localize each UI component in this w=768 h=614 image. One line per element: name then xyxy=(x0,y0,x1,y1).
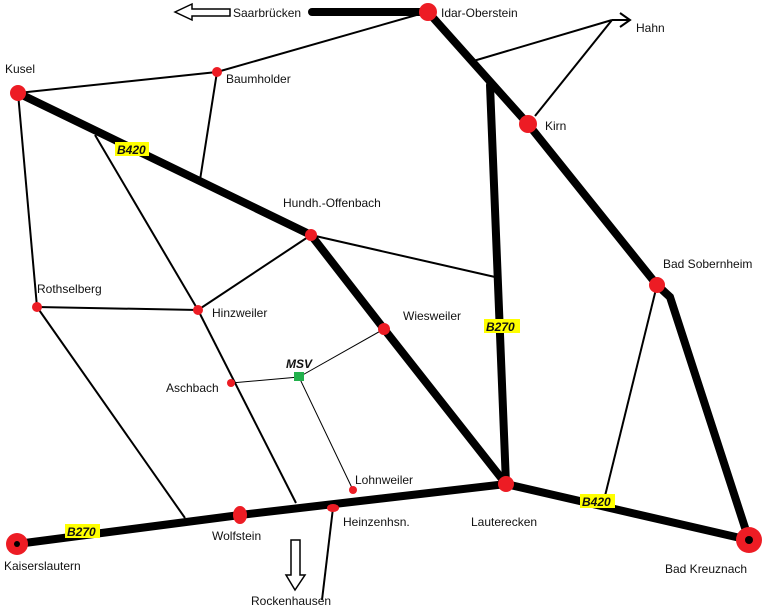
route-badge-bg xyxy=(580,494,615,508)
label-lohnweiler: Lohnweiler xyxy=(355,473,413,487)
road-baumholder-idar xyxy=(216,13,421,73)
label-hinzweiler: Hinzweiler xyxy=(212,306,267,320)
node-wiesweiler[interactable] xyxy=(378,323,390,335)
route-labels: B420 B270 B420 B270 xyxy=(65,142,615,539)
node-kusel[interactable] xyxy=(10,85,26,101)
road-hundh-b270 xyxy=(310,234,496,278)
route-badge-bg xyxy=(65,524,100,538)
road-msv-aschbach xyxy=(230,376,300,384)
road-hahn xyxy=(469,19,613,63)
label-lauterecken: Lauterecken xyxy=(471,515,537,529)
label-idar: Idar-Oberstein xyxy=(441,6,518,20)
node-hinzweiler[interactable] xyxy=(193,305,203,315)
label-kaiserslautern: Kaiserslautern xyxy=(4,559,81,573)
road-baumholder-b420 xyxy=(199,71,218,181)
road-kusel-baumholder xyxy=(17,71,218,94)
road-hinzweiler-b270 xyxy=(197,309,297,504)
label-hundh: Hundh.-Offenbach xyxy=(283,196,381,210)
road-b270-link xyxy=(473,60,492,87)
saarbruecken-arrow-icon xyxy=(173,2,231,22)
rockenhausen-arrow-icon xyxy=(284,539,307,592)
node-wolfstein[interactable] xyxy=(233,506,247,524)
label-saarbruecken: Saarbrücken xyxy=(233,6,301,20)
label-kirn: Kirn xyxy=(545,119,566,133)
route-badge-bg xyxy=(115,142,149,156)
node-hundh[interactable] xyxy=(305,229,317,241)
minor-roads xyxy=(17,12,658,601)
node-bad-sobernheim[interactable] xyxy=(649,277,665,293)
place-labels: Saarbrücken Idar-Oberstein Hahn Kusel Ba… xyxy=(4,6,752,608)
road-sobernheim-kreuznach xyxy=(653,281,753,544)
label-wolfstein: Wolfstein xyxy=(212,529,261,543)
road-hahn-kirn xyxy=(534,19,613,117)
node-aschbach[interactable] xyxy=(227,379,235,387)
road-kusel-rothselberg xyxy=(17,92,38,308)
road-heinzenhsn-rockenhausen xyxy=(321,507,334,601)
road-b270-north xyxy=(486,81,510,488)
node-kaiserslautern-center xyxy=(14,541,20,547)
route-b270-west: B270 xyxy=(67,525,96,539)
road-rothselberg-b270 xyxy=(36,306,186,519)
label-bad-sobernheim: Bad Sobernheim xyxy=(663,257,752,271)
label-rockenhausen: Rockenhausen xyxy=(251,594,331,608)
node-idar[interactable] xyxy=(419,3,437,21)
node-lohnweiler[interactable] xyxy=(349,486,357,494)
label-hahn: Hahn xyxy=(636,21,665,35)
hahn-arrow-icon xyxy=(619,12,632,28)
road-b270-b420-south xyxy=(13,479,753,548)
node-lauterecken[interactable] xyxy=(498,476,514,492)
road-wiesweiler-msv xyxy=(298,328,385,378)
label-kusel: Kusel xyxy=(5,62,35,76)
label-msv: MSV xyxy=(286,357,313,371)
road-msv-lohnweiler xyxy=(298,376,354,491)
road-rothselberg-hinzweiler xyxy=(36,306,199,311)
node-rothselberg[interactable] xyxy=(32,302,42,312)
label-bad-kreuznach: Bad Kreuznach xyxy=(665,562,747,576)
road-idar-kirn-sobernheim xyxy=(424,8,661,289)
road-b420-hinzweiler xyxy=(94,134,199,311)
node-baumholder[interactable] xyxy=(212,67,222,77)
label-wiesweiler: Wiesweiler xyxy=(403,309,461,323)
route-b270-north: B270 xyxy=(486,320,515,334)
road-sobernheim-b420 xyxy=(603,284,658,501)
label-heinzenhsn: Heinzenhsn. xyxy=(343,515,410,529)
road-b420-kusel-lauterecken xyxy=(14,89,510,488)
label-baumholder: Baumholder xyxy=(226,72,291,86)
major-roads xyxy=(13,8,753,548)
route-b420-east: B420 xyxy=(582,495,611,509)
route-badge-bg xyxy=(484,319,520,333)
node-bad-kreuznach-center xyxy=(745,536,753,544)
route-b420-west: B420 xyxy=(117,143,146,157)
road-hinzweiler-hundh xyxy=(197,234,312,311)
msv-marker[interactable] xyxy=(294,372,304,381)
label-rothselberg: Rothselberg xyxy=(37,282,102,296)
node-kirn[interactable] xyxy=(519,115,537,133)
local-roads xyxy=(230,328,385,491)
node-heinzenhsn[interactable] xyxy=(327,504,339,512)
label-aschbach: Aschbach xyxy=(166,381,219,395)
